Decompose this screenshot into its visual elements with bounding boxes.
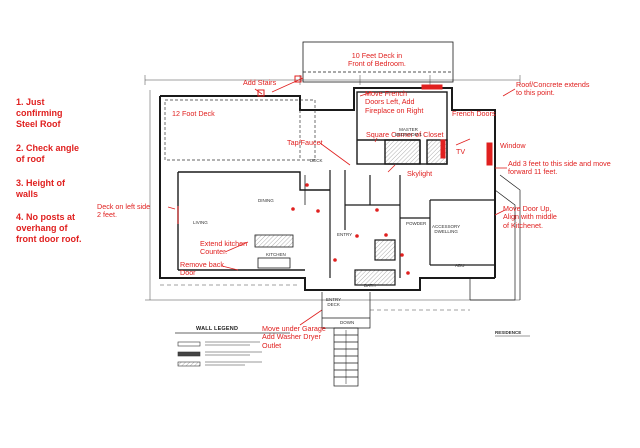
red-dots — [291, 183, 410, 275]
note-steel-roof: 1. Just confirming Steel Roof — [16, 97, 63, 129]
wall-legend — [175, 332, 290, 367]
room-label-adu: ADU — [455, 263, 465, 268]
red-pointers — [167, 77, 516, 326]
room-label-master-bedroom: MASTER BEDROOM 1 — [395, 127, 423, 137]
dimension-lines — [144, 75, 521, 301]
annotation-remove-back-door: Remove back Door — [180, 260, 224, 278]
annotation-skylight: Skylight — [407, 169, 433, 178]
master-bedroom-walls — [356, 91, 448, 165]
annotation-french-doors: French Doors — [452, 109, 496, 118]
annotation-add-stairs: Add Stairs — [243, 78, 277, 87]
accessory-wing — [430, 189, 516, 301]
room-label-bath: BATH — [364, 283, 376, 288]
top-deck-outline — [302, 41, 454, 83]
lower-garage-outline — [160, 284, 470, 311]
annotation-roof-concrete: Roof/Concrete extends to this point. — [516, 80, 590, 98]
annotation-deck-left-side: Deck on left side 2 feet. — [97, 202, 151, 220]
annotation-bedroom-deck: 10 Feet Deck in Front of Bedroom. — [348, 51, 406, 69]
annotation-tap-faucet: Tap/Faucet — [287, 138, 323, 147]
annotation-move-door-up: Move Door Up, Align with middle of Kitch… — [503, 204, 557, 230]
room-label-kitchen: KITCHEN — [266, 252, 286, 257]
red-markers — [177, 75, 493, 224]
room-label-accessory-dwelling: ACCESSORY DWELLING — [432, 224, 461, 234]
left-deck-outline — [164, 99, 316, 161]
room-label-entry: ENTRY — [337, 232, 353, 237]
annotation-extend-counter: Extend kitchen Counter. — [200, 239, 248, 257]
sheet-title: RESIDENCE — [495, 330, 522, 335]
room-label-powder: POWDER — [406, 221, 427, 226]
entry-stairs — [321, 292, 371, 387]
annotation-add-3-feet: Add 3 feet to this side and move forward… — [508, 159, 611, 177]
room-label-dining: DINING — [258, 198, 274, 203]
annotation-window: Window — [500, 141, 526, 150]
room-label-down: DOWN — [340, 320, 355, 325]
note-no-posts: 4. No posts at overhang of front door ro… — [16, 212, 82, 244]
room-label-entry-deck: ENTRY DECK — [326, 297, 342, 307]
note-wall-height: 3. Height of walls — [16, 178, 65, 199]
kitchen-counter — [254, 175, 306, 269]
note-roof-angle: 2. Check angle of roof — [16, 143, 80, 164]
service-walls — [329, 170, 431, 286]
annotation-move-french-doors: Move French Doors Left, Add Fireplace on… — [365, 89, 424, 115]
room-label-living: LIVING — [193, 220, 208, 225]
wall-legend-title: WALL LEGEND — [196, 326, 239, 332]
annotation-12-foot-deck: 12 Foot Deck — [172, 109, 215, 118]
annotation-tv: TV — [456, 147, 466, 156]
annotation-move-under-garage: Move under Garage Add Washer Dryer Outle… — [262, 324, 326, 350]
room-label-deck: DECK — [310, 158, 323, 163]
right-deck-edge — [499, 174, 521, 300]
annotation-square-closet: Square Corner of Closet — [366, 130, 444, 139]
